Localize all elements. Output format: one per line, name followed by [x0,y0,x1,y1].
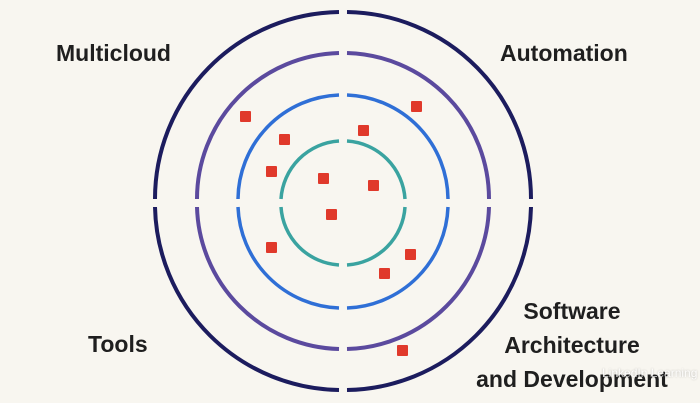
ring-third-arc-tl [236,93,340,200]
ring-second [195,51,491,351]
ring-inner-arc-br [346,206,407,267]
ring-second-arc-tr [346,51,491,200]
ring-third [236,93,450,310]
ring-outer-arc-tr [346,10,533,200]
ring-third-arc-bl [236,206,340,310]
radar-item-marker [397,345,408,356]
radar-item-marker [266,166,277,177]
quadrant-label-line: and Development [476,366,668,392]
linkedin-learning-watermark: LinkedIn Learning [602,366,698,380]
ring-second-arc-tl [195,51,340,200]
ring-outer-arc-br [346,206,533,392]
radar-item-marker [368,180,379,191]
quadrant-label-automation: Automation [500,40,628,66]
radar-item-marker [379,268,390,279]
quadrant-label-line: Architecture [504,332,640,358]
ring-inner-arc-bl [279,206,340,267]
radar-items [240,101,422,356]
ring-second-arc-br [346,206,491,351]
radar-item-marker [279,134,290,145]
radar-item-marker [405,249,416,260]
quadrant-label-line: Software [523,298,621,324]
radar-item-marker [318,173,329,184]
ring-third-arc-br [346,206,450,310]
radar-item-marker [266,242,277,253]
ring-outer-arc-tl [153,10,340,200]
ring-inner-arc-tr [346,139,407,200]
ring-third-arc-tr [346,93,450,200]
radar-item-marker [326,209,337,220]
ring-outer-arc-bl [153,206,340,392]
ring-inner [279,139,407,267]
radar-item-marker [358,125,369,136]
radar-item-marker [411,101,422,112]
quadrant-label-tools: Tools [88,331,148,357]
ring-inner-arc-tl [279,139,340,200]
quadrant-label-multicloud: Multicloud [56,40,171,66]
quadrant-label-software-architecture: Software Architecture and Development [460,294,684,396]
radar-item-marker [240,111,251,122]
ring-second-arc-bl [195,206,340,351]
ring-outer [153,10,533,392]
